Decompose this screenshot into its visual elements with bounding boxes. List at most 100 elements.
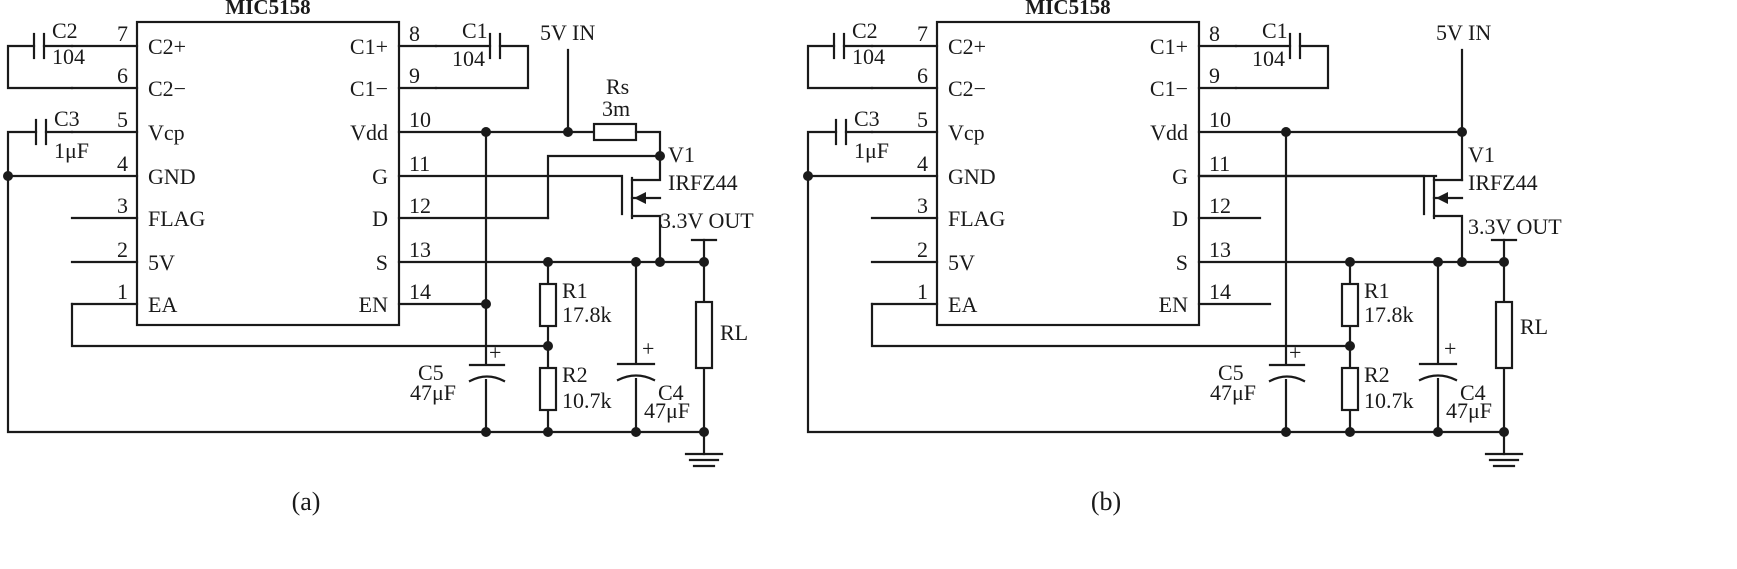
capacitor-c3-a: C3 1μF — [6, 106, 89, 178]
pin-num-1-b: 1 — [917, 279, 928, 304]
capacitor-c4-b: + C4 47μF — [1418, 257, 1492, 437]
pin-name-d-a: D — [372, 206, 388, 231]
vin-label-b: 5V IN — [1436, 20, 1491, 45]
pin-name-gnd-a: GND — [148, 164, 196, 189]
pin-num-13-b: 13 — [1209, 237, 1231, 262]
resistor-r2-b — [1340, 366, 1360, 412]
ic-body-b — [935, 20, 1201, 327]
c4-name-b: C4 — [1460, 380, 1486, 405]
c1-value-b: 104 — [1252, 46, 1285, 71]
capacitor-c3-b: C3 1μF — [806, 106, 889, 178]
resistor-rl-a — [694, 300, 714, 370]
pin-num-8-b: 8 — [1209, 21, 1220, 46]
c5-plus-b: + — [1289, 340, 1301, 365]
junction-gnd-a — [3, 171, 13, 181]
resistor-r1-b — [1340, 282, 1360, 328]
pin-name-g-b: G — [1172, 164, 1188, 189]
feedback-wire-a — [70, 302, 550, 348]
c2-name-a: C2 — [52, 18, 78, 43]
circuit-b: MIC5158 7 6 5 4 3 2 1 C2+ C2− Vcp GND FL… — [803, 0, 1562, 516]
pin-num-6-b: 6 — [917, 63, 928, 88]
capacitor-c4-a: + C4 47μF — [616, 257, 690, 437]
pin-name-vcp-b: Vcp — [948, 120, 985, 145]
pin-name-5v-a: 5V — [148, 250, 175, 275]
circuit-a: MIC5158 7 6 5 4 3 2 1 C2+ C2− Vcp GND FL… — [3, 0, 754, 516]
v1-part-b: IRFZ44 — [1468, 170, 1538, 195]
c4-value-b: 47μF — [1446, 398, 1492, 423]
pin-name-c1m-a: C1− — [350, 76, 388, 101]
resistor-rl-b — [1494, 300, 1514, 370]
pin-name-s-b: S — [1176, 250, 1188, 275]
pin-name-c2p-b: C2+ — [948, 34, 986, 59]
mosfet-v1-b: V1 IRFZ44 — [1197, 142, 1538, 264]
capacitor-c5-b: + C5 47μF — [1210, 340, 1306, 405]
pin-name-ea-a: EA — [148, 292, 177, 317]
pin-name-c1m-b: C1− — [1150, 76, 1188, 101]
c1-name-a: C1 — [462, 18, 488, 43]
c4-value-a: 47μF — [644, 398, 690, 423]
r1-value-a: 17.8k — [562, 302, 612, 327]
r1-name-b: R1 — [1364, 278, 1390, 303]
vin-rs-a: 5V IN Rs 3m — [540, 20, 662, 158]
rs-value-a: 3m — [602, 96, 630, 121]
c3-name-a: C3 — [54, 106, 80, 131]
ground-symbol-b — [1484, 427, 1524, 468]
pin-name-c1p-b: C1+ — [1150, 34, 1188, 59]
c5-value-b: 47μF — [1210, 380, 1256, 405]
pin-num-2-b: 2 — [917, 237, 928, 262]
ic-title-b: MIC5158 — [1025, 0, 1110, 19]
pin-num-7-a: 7 — [117, 21, 128, 46]
right-pins-a: 8 9 10 11 12 13 14 C1+ C1− Vdd G D S EN — [350, 21, 702, 317]
pin-num-11-b: 11 — [1209, 151, 1230, 176]
c3-name-b: C3 — [854, 106, 880, 131]
pin-name-en-b: EN — [1159, 292, 1188, 317]
load-rl-a: RL — [694, 300, 748, 370]
resistor-r2-a — [538, 366, 558, 412]
mosfet-v1-a: V1 IRFZ44 — [546, 142, 738, 264]
pin-name-vdd-b: Vdd — [1150, 120, 1188, 145]
c2-value-b: 104 — [852, 44, 885, 69]
pin-num-13-a: 13 — [409, 237, 431, 262]
resistor-rs-a — [592, 122, 638, 142]
r2-value-b: 10.7k — [1364, 388, 1414, 413]
pin-num-3-a: 3 — [117, 193, 128, 218]
pin-name-s-a: S — [376, 250, 388, 275]
pin-num-9-a: 9 — [409, 63, 420, 88]
pin-name-d-b: D — [1172, 206, 1188, 231]
c1-value-a: 104 — [452, 46, 485, 71]
ground-bus-b — [806, 174, 1506, 434]
c2-value-a: 104 — [52, 44, 85, 69]
v1-part-a: IRFZ44 — [668, 170, 738, 195]
pin-num-10-a: 10 — [409, 107, 431, 132]
caption-a: (a) — [292, 487, 321, 516]
pin-name-gnd-b: GND — [948, 164, 996, 189]
resistor-r1-a — [538, 282, 558, 328]
pin-num-4-a: 4 — [117, 151, 128, 176]
left-pins-a: 7 6 5 4 3 2 1 C2+ C2− Vcp GND FLAG 5V EA — [6, 21, 206, 317]
rl-label-a: RL — [720, 320, 748, 345]
capacitor-c1-a: C1 104 — [434, 18, 530, 90]
pin-name-en-a: EN — [359, 292, 388, 317]
pin-num-14-a: 14 — [409, 279, 431, 304]
pin-num-5-b: 5 — [917, 107, 928, 132]
c5-value-a: 47μF — [410, 380, 456, 405]
pin-name-vcp-a: Vcp — [148, 120, 185, 145]
load-rl-b: RL — [1494, 300, 1548, 370]
drain-sense-wire-a — [546, 154, 662, 220]
pin-num-12-a: 12 — [409, 193, 431, 218]
ic-title-a: MIC5158 — [225, 0, 310, 19]
capacitor-c2-b: C2 104 — [806, 18, 885, 90]
feedback-wire-b — [870, 302, 1352, 348]
c3-value-b: 1μF — [854, 138, 889, 163]
c4-plus-b: + — [1444, 336, 1456, 361]
v1-name-b: V1 — [1468, 142, 1495, 167]
vout-label-a: 3.3V OUT — [660, 208, 754, 233]
caption-b: (b) — [1091, 487, 1121, 516]
capacitor-c1-b: C1 104 — [1234, 18, 1330, 90]
r2-name-a: R2 — [562, 362, 588, 387]
pin-num-5-a: 5 — [117, 107, 128, 132]
r1-value-b: 17.8k — [1364, 302, 1414, 327]
pin-num-4-b: 4 — [917, 151, 928, 176]
pin-name-c2m-a: C2− — [148, 76, 186, 101]
pin-num-3-b: 3 — [917, 193, 928, 218]
